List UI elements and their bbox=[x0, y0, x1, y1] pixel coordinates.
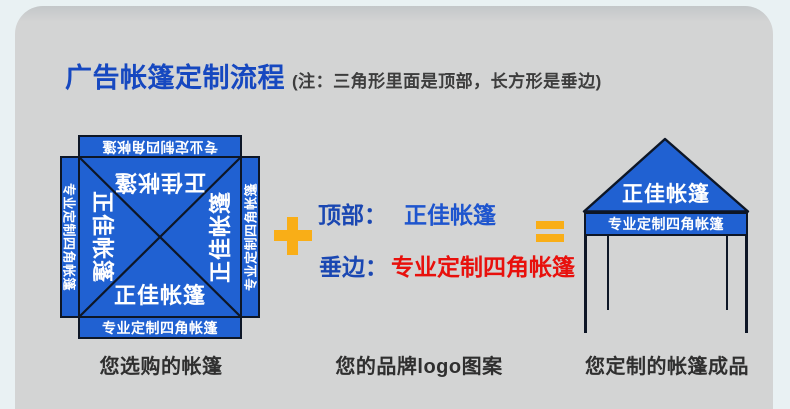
flat-canopy-square: 正佳帐篷 正佳帐篷 正佳帐篷 正佳帐篷 bbox=[78, 156, 242, 318]
finished-tent-illustration: 正佳帐篷 专业定制四角帐篷 bbox=[580, 136, 752, 336]
tent-leg-back-right bbox=[726, 235, 728, 310]
flat-right-valance: 专业定制四角帐篷 bbox=[240, 156, 260, 318]
diagonal-fold-lines-icon bbox=[80, 158, 240, 316]
flat-bottom-valance: 专业定制四角帐篷 bbox=[78, 316, 242, 339]
tent-leg-front-left bbox=[584, 235, 587, 333]
tent-valance-text: 专业定制四角帐篷 bbox=[608, 216, 724, 232]
spec-edge-line: 垂边：专业定制四角帐篷 bbox=[319, 248, 575, 282]
flat-right-valance-text: 专业定制四角帐篷 bbox=[243, 182, 259, 292]
tent-roof-text: 正佳帐篷 bbox=[622, 183, 710, 206]
flat-left-valance-text: 专业定制四角帐篷 bbox=[61, 182, 77, 292]
tent-leg-front-right bbox=[745, 235, 748, 333]
spec-edge-label: 垂边： bbox=[319, 254, 388, 280]
flat-left-panel-text: 正佳帐篷 bbox=[90, 190, 115, 284]
plus-icon bbox=[274, 217, 312, 255]
caption-finished-tent: 您定制的帐篷成品 bbox=[585, 356, 749, 378]
flat-top-panel-text: 正佳帐篷 bbox=[113, 170, 207, 195]
flat-right-panel-text: 正佳帐篷 bbox=[208, 190, 233, 284]
tent-roof-shape bbox=[582, 137, 750, 213]
content-card: 广告帐篷定制流程 (注：三角形里面是顶部，长方形是垂边) 专业定制四角帐篷 专业… bbox=[15, 6, 773, 409]
flat-top-valance: 专业定制四角帐篷 bbox=[78, 135, 242, 158]
flat-top-valance-text: 专业定制四角帐篷 bbox=[102, 138, 218, 155]
spec-top-label: 顶部： bbox=[318, 202, 387, 228]
flat-bottom-valance-text: 专业定制四角帐篷 bbox=[102, 319, 218, 336]
caption-brand-logo: 您的品牌logo图案 bbox=[335, 356, 503, 378]
spec-top-line: 顶部： 正佳帐篷 bbox=[318, 196, 496, 230]
spec-edge-value: 专业定制四角帐篷 bbox=[391, 254, 575, 280]
caption-purchased-tent: 您选购的帐篷 bbox=[99, 356, 223, 378]
header: 广告帐篷定制流程 (注：三角形里面是顶部，长方形是垂边) bbox=[65, 56, 602, 95]
spec-top-value: 正佳帐篷 bbox=[404, 202, 496, 228]
flat-bottom-panel-text: 正佳帐篷 bbox=[113, 283, 207, 308]
equals-icon bbox=[536, 221, 564, 247]
tent-valance: 专业定制四角帐篷 bbox=[584, 212, 748, 236]
page-title: 广告帐篷定制流程 bbox=[65, 63, 285, 93]
page-note: (注：三角形里面是顶部，长方形是垂边) bbox=[292, 72, 602, 91]
tent-leg-back-left bbox=[607, 235, 609, 310]
flat-tent-diagram: 专业定制四角帐篷 专业定制四角帐篷 专业定制四角帐篷 专业定制四角帐篷 正佳帐篷… bbox=[60, 135, 260, 339]
flat-left-valance: 专业定制四角帐篷 bbox=[60, 156, 80, 318]
